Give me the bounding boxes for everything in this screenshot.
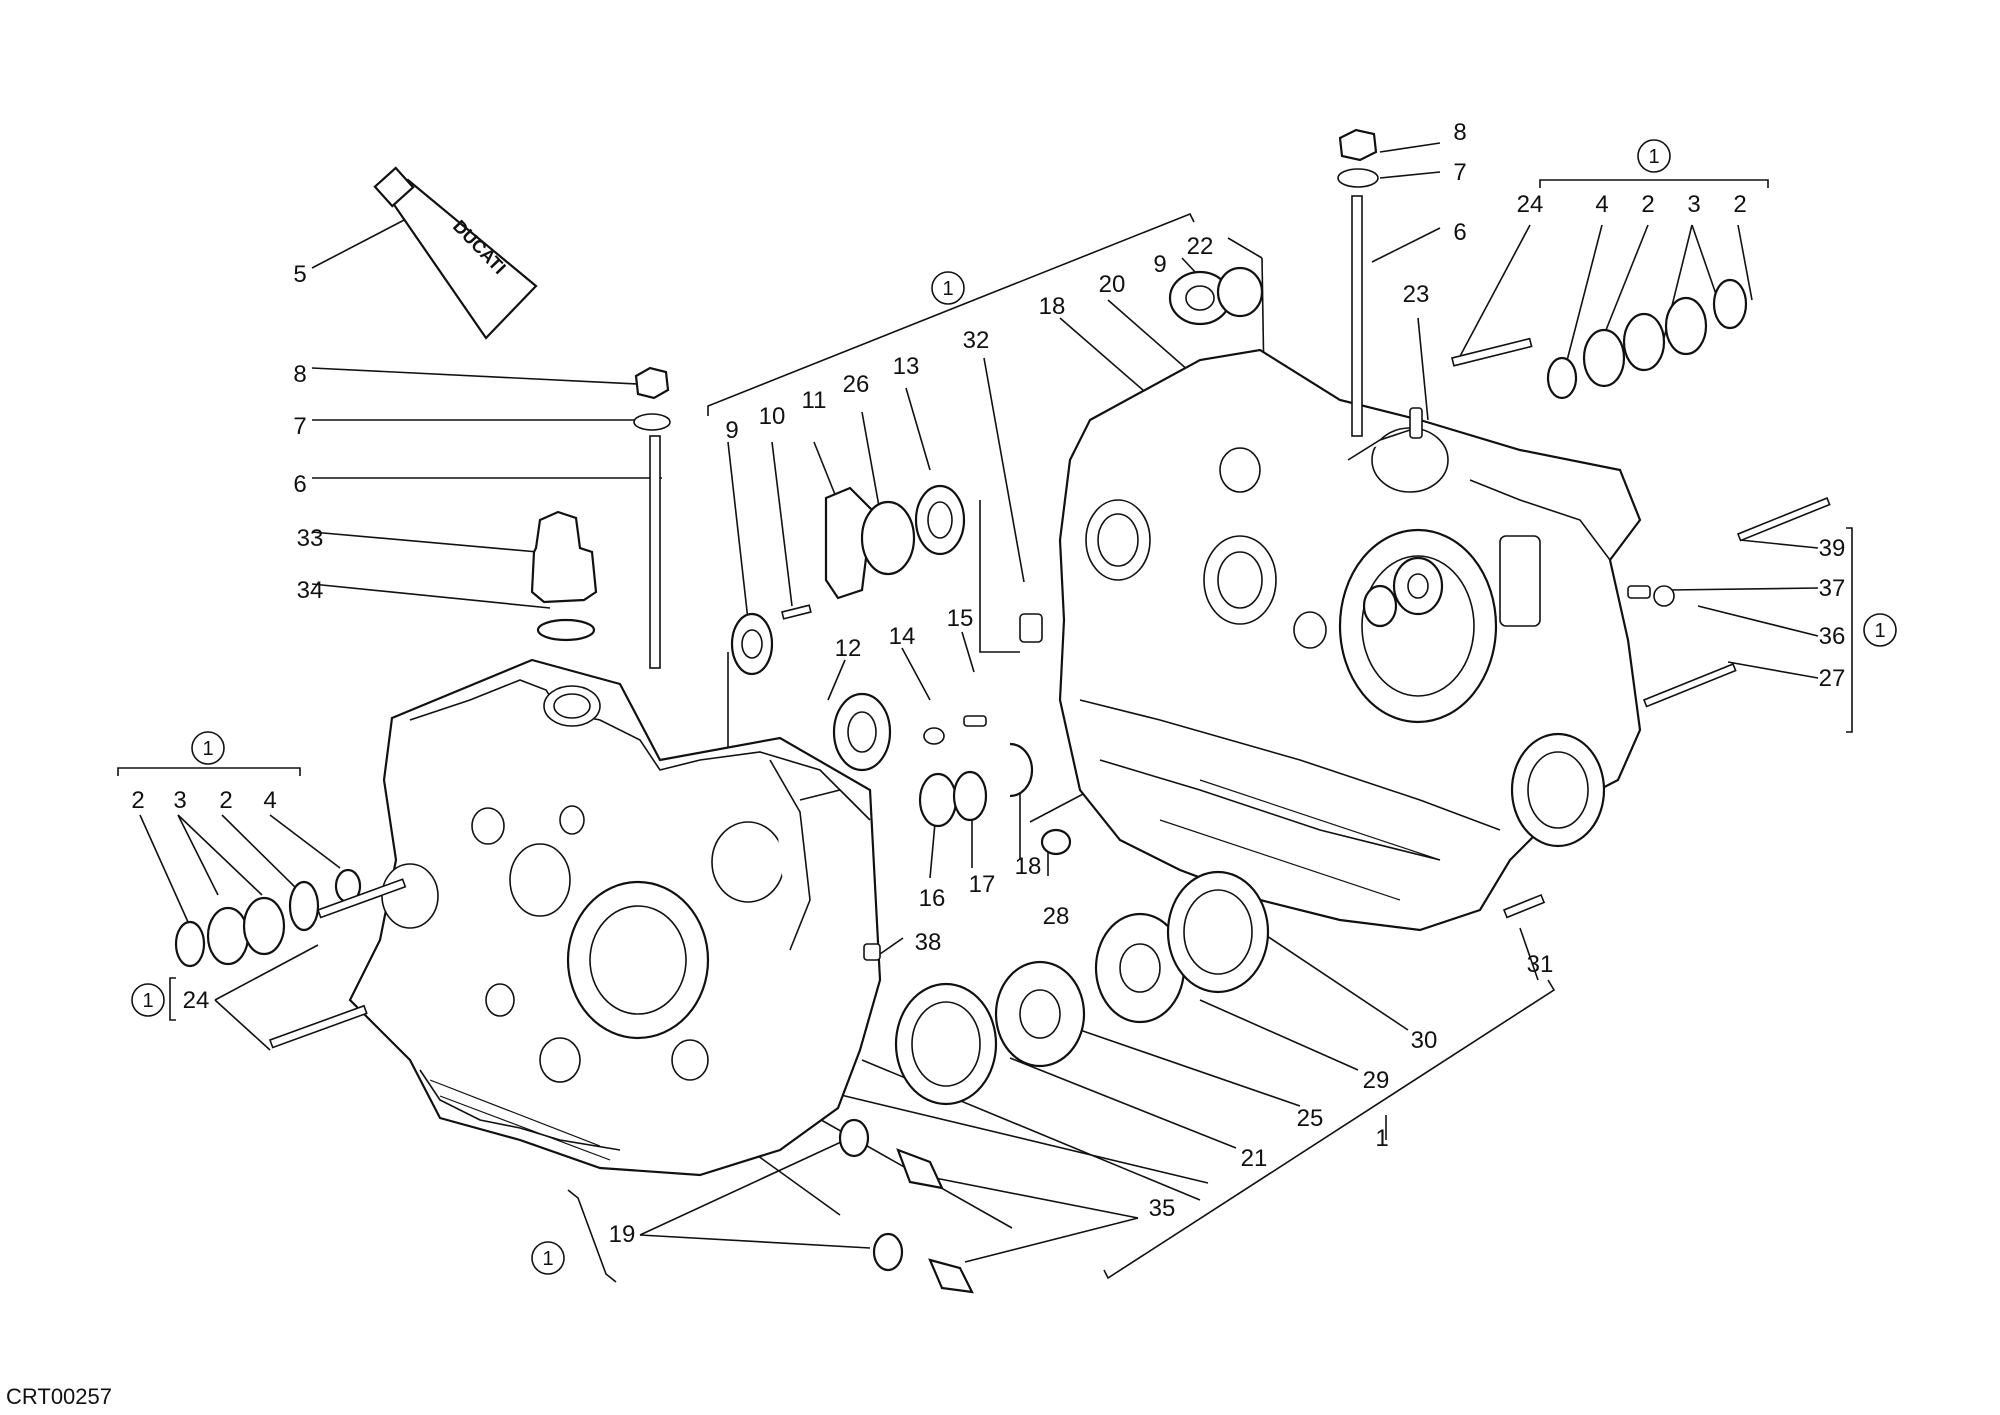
group-mark-left-top: 1 [191, 731, 225, 765]
part-label: 24 [1517, 191, 1544, 218]
part-labels: 5 8 7 6 33 34 2 3 2 4 24 9 10 11 26 13 3… [131, 119, 1845, 1248]
svg-text:1: 1 [142, 990, 153, 1012]
part-label: 27 [1819, 665, 1846, 692]
part-label: 34 [297, 577, 324, 604]
drawing-code: CRT00257 [6, 1384, 112, 1409]
right-crankcase-half [1058, 348, 1642, 932]
part-label: 1 [1375, 1125, 1388, 1152]
part-label: 24 [183, 987, 210, 1014]
part-label: 39 [1819, 535, 1846, 562]
part-label: 4 [263, 787, 276, 814]
svg-text:1: 1 [202, 738, 213, 760]
part-label: 30 [1411, 1027, 1438, 1054]
part-label: 29 [1363, 1067, 1390, 1094]
part-label: 23 [1403, 281, 1430, 308]
part-label: 31 [1527, 951, 1554, 978]
part-label: 35 [1149, 1195, 1176, 1222]
part-label: 3 [173, 787, 186, 814]
part-label: 2 [219, 787, 232, 814]
part-label: 8 [1453, 119, 1466, 146]
group-mark-right-side: 1 [1863, 613, 1897, 647]
group-mark-bottom: 1 [531, 1241, 565, 1275]
part-label: 8 [293, 361, 306, 388]
part-label: 36 [1819, 623, 1846, 650]
part-label: 15 [947, 605, 974, 632]
svg-text:1: 1 [542, 1248, 553, 1270]
part-label: 7 [1453, 159, 1466, 186]
part-label: 13 [893, 353, 920, 380]
part-label: 2 [1733, 191, 1746, 218]
svg-text:1: 1 [942, 278, 953, 300]
parts: DUCATI [174, 128, 1831, 1294]
part-label: 14 [889, 623, 916, 650]
part-label: 33 [297, 525, 324, 552]
part-label: 22 [1187, 233, 1214, 260]
part-label: 6 [293, 471, 306, 498]
part-label: 21 [1241, 1145, 1268, 1172]
part-label: 18 [1015, 853, 1042, 880]
group-mark-mid: 1 [931, 271, 965, 305]
part-label: 4 [1595, 191, 1608, 218]
group-marks: 1 1 1 1 1 1 [131, 139, 1897, 1275]
part-label: 17 [969, 871, 996, 898]
part-label: 37 [1819, 575, 1846, 602]
part-label: 11 [802, 387, 827, 414]
part-label: 38 [915, 929, 942, 956]
group-mark-left-24: 1 [131, 983, 165, 1017]
group-mark-right-top: 1 [1637, 139, 1671, 173]
part-label: 20 [1099, 271, 1126, 298]
part-label: 2 [1641, 191, 1654, 218]
part-label: 6 [1453, 219, 1466, 246]
left-crankcase-half [348, 658, 882, 1177]
part-label: 28 [1043, 903, 1070, 930]
part-label: 26 [843, 371, 870, 398]
svg-text:1: 1 [1648, 146, 1659, 168]
part-label: 18 [1039, 293, 1066, 320]
sealant-tube: DUCATI [373, 166, 538, 340]
part-label: 16 [919, 885, 946, 912]
part-label: 25 [1297, 1105, 1324, 1132]
part-label: 9 [725, 417, 738, 444]
part-label: 7 [293, 413, 306, 440]
part-label: 32 [963, 327, 990, 354]
part-label: 5 [293, 261, 306, 288]
part-label: 2 [131, 787, 144, 814]
part-label: 12 [835, 635, 862, 662]
part-label: 3 [1687, 191, 1700, 218]
part-label: 10 [759, 403, 786, 430]
part-label: 9 [1153, 251, 1166, 278]
svg-text:1: 1 [1874, 620, 1885, 642]
part-label: 19 [609, 1221, 636, 1248]
